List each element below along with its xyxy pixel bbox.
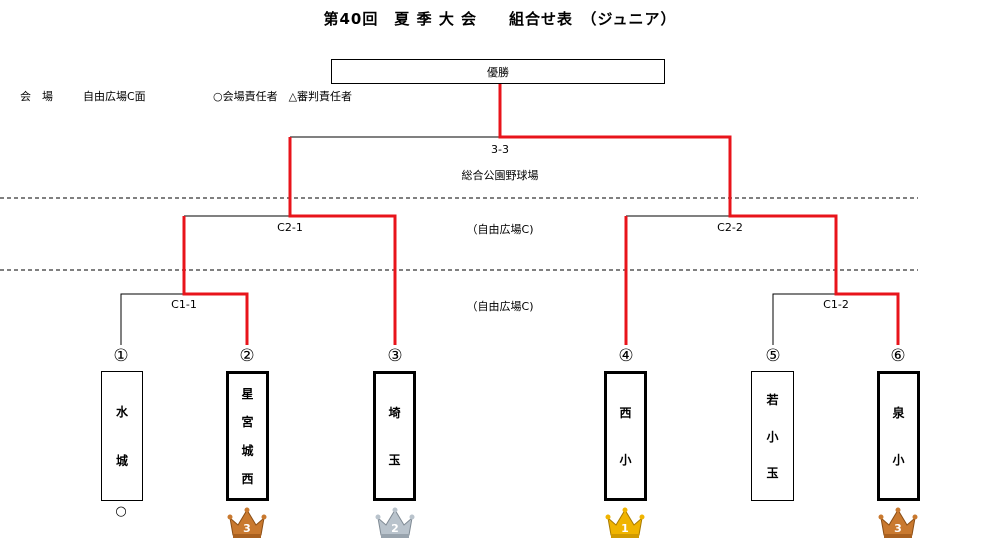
match-final-venue: 総合公園野球場: [461, 169, 539, 182]
gold-crown-icon: 1: [605, 507, 645, 538]
team-number: ③: [387, 346, 403, 366]
team-name-char: 宮: [241, 415, 254, 430]
venue-label: 会 場: [20, 90, 53, 103]
team-name-char: 星: [241, 387, 254, 402]
team-name-char: 小: [892, 453, 905, 467]
team-number: ⑤: [765, 346, 781, 366]
team-name-char: 玉: [388, 453, 401, 467]
team-box-3: 埼 玉: [373, 371, 416, 501]
crown-rank: 3: [243, 522, 251, 535]
team-name-char: 埼: [388, 406, 401, 420]
team-name-char: 若: [766, 393, 779, 408]
winner-line: [498, 84, 900, 345]
bronze-crown-icon: 3: [878, 507, 918, 538]
venue-value: 自由広場C面: [83, 90, 146, 103]
team-box-2: 星 宮 城 西: [226, 371, 269, 501]
page-title: 第40回 夏 季 大 会 組合せ表 （ジュニア）: [323, 10, 677, 28]
match-qf-right-id: C1-2: [823, 298, 849, 311]
bracket-line: [772, 293, 836, 345]
team-name-char: 小: [766, 429, 779, 444]
crown-rank: 3: [894, 522, 902, 535]
team-number: ④: [618, 346, 634, 366]
team-number: ⑥: [890, 346, 906, 366]
match-final-id: 3-3: [491, 143, 509, 156]
winner-path: [182, 84, 900, 345]
team-box-5: 若 小 玉: [751, 371, 794, 501]
bracket-line: [120, 293, 184, 345]
team-box-1: 水 城: [101, 371, 143, 501]
match-semi-venue: （自由広場C): [466, 223, 534, 236]
team-name-char: 西: [619, 406, 632, 420]
silver-crown-icon: 2: [375, 507, 415, 538]
winner-line: [288, 137, 397, 345]
match-semi-right-id: C2-2: [717, 221, 743, 234]
match-qf-left-id: C1-1: [171, 298, 197, 311]
team-name-char: 玉: [766, 465, 779, 480]
match-semi-left-id: C2-1: [277, 221, 303, 234]
champion-box: 優勝: [331, 59, 665, 84]
team-name-char: 小: [619, 453, 632, 467]
team-box-6: 泉 小: [877, 371, 920, 501]
legend-text: ○会場責任者 △審判責任者: [213, 90, 353, 103]
match-qf-venue: （自由広場C): [466, 300, 534, 313]
team-number: ①: [113, 346, 129, 366]
team-name-char: 泉: [892, 406, 905, 420]
crown-rank: 2: [391, 522, 399, 535]
team-box-4: 西 小: [604, 371, 647, 501]
team-name-char: 西: [241, 471, 254, 486]
venue-responsible-mark: ○: [115, 504, 127, 519]
bronze-crown-icon: 3: [227, 507, 267, 538]
team-name-char: 城: [115, 453, 128, 468]
team-number: ②: [239, 346, 255, 366]
team-name-char: 城: [241, 443, 254, 458]
team-name-char: 水: [115, 405, 128, 420]
winner-line: [182, 216, 249, 345]
crown-rank: 1: [621, 522, 629, 535]
